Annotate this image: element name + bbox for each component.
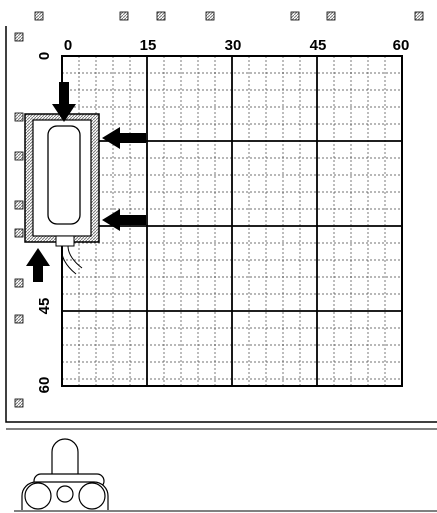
placement-arrows: [26, 82, 146, 282]
left-axis-labels: 0 45 60: [36, 52, 53, 394]
registration-mark-icon: [14, 398, 24, 408]
robot-wheel-right: [78, 482, 106, 510]
top-axis-labels: 0 15 30 45 60: [64, 37, 410, 54]
registration-mark-icon: [14, 32, 24, 42]
arrow-left-icon: [102, 127, 146, 149]
top-tick-label: 0: [64, 37, 72, 54]
arrow-up-icon: [26, 248, 50, 282]
top-tick-label: 60: [393, 37, 410, 54]
left-tick-label: 45: [36, 298, 53, 315]
registration-mark-icon: [414, 11, 424, 21]
device-cable: [61, 245, 83, 275]
registration-mark-icon: [14, 228, 24, 238]
registration-marks: [14, 11, 424, 408]
device-connector: [55, 235, 75, 247]
registration-mark-icon: [14, 200, 24, 210]
registration-mark-icon: [156, 11, 166, 21]
device-outline: [24, 113, 100, 275]
robot-wheel-left: [24, 482, 52, 510]
top-tick-label: 30: [225, 37, 242, 54]
registration-mark-icon: [119, 11, 129, 21]
sheet-border: [5, 26, 437, 430]
measurement-grid: [61, 55, 403, 387]
registration-mark-icon: [205, 11, 215, 21]
left-tick-label: 0: [36, 52, 53, 60]
robot-side-view-icon: [14, 438, 437, 512]
registration-mark-icon: [326, 11, 336, 21]
registration-mark-icon: [14, 278, 24, 288]
robot-wheel-center: [56, 485, 74, 503]
top-tick-label: 45: [310, 37, 327, 54]
registration-mark-icon: [34, 11, 44, 21]
device-window: [47, 125, 81, 225]
registration-mark-icon: [290, 11, 300, 21]
top-tick-label: 15: [140, 37, 157, 54]
registration-mark-icon: [14, 112, 24, 122]
major-grid-lines: [62, 56, 402, 386]
arrow-left-icon: [102, 209, 146, 231]
robot-head: [51, 438, 79, 474]
left-tick-label: 60: [36, 377, 53, 394]
registration-mark-icon: [14, 314, 24, 324]
registration-mark-icon: [14, 151, 24, 161]
arrow-down-icon: [52, 82, 76, 122]
